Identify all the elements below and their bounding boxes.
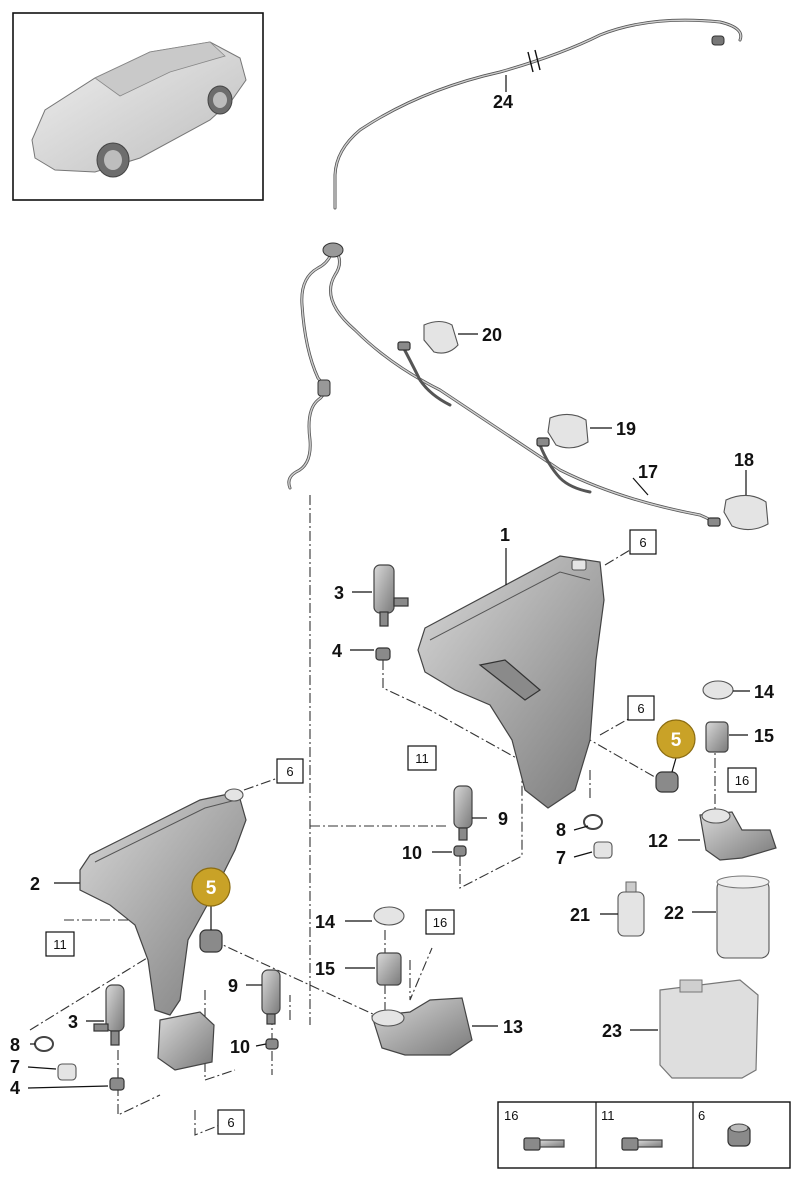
canister-22 — [716, 875, 770, 959]
filler-neck-13 — [371, 997, 473, 1056]
strainer-15-upper — [705, 721, 729, 753]
legend-label-11: 11 — [601, 1108, 615, 1123]
callout-4-upper: 4 — [332, 641, 342, 661]
callout-3-lower: 3 — [68, 1012, 78, 1032]
hardware-legend: 16 11 6 — [497, 1101, 791, 1169]
callout-5-upper: 5 — [671, 730, 682, 751]
callout-7-lower: 7 — [10, 1057, 20, 1077]
svg-text:6: 6 — [286, 764, 293, 779]
ref-box-6-a: 6 — [629, 529, 657, 555]
callout-22: 22 — [664, 903, 684, 923]
ref-box-11-a: 11 — [407, 745, 437, 771]
callout-24: 24 — [493, 92, 513, 112]
pump-9-lower — [261, 969, 281, 1025]
leader-lines — [27, 75, 750, 1089]
jerrycan-23 — [659, 979, 759, 1079]
callout-15-lower: 15 — [315, 959, 335, 979]
nozzle-18 — [707, 494, 769, 531]
ref-box-16-b: 16 — [425, 909, 455, 935]
highlight-callout-5-lower: 5 — [191, 867, 231, 907]
svg-text:6: 6 — [639, 535, 646, 550]
callout-13: 13 — [503, 1017, 523, 1037]
ref-box-11-b: 11 — [45, 931, 75, 957]
svg-text:6: 6 — [637, 701, 644, 716]
svg-text:6: 6 — [227, 1115, 234, 1130]
pump-3-lower — [93, 984, 125, 1046]
seal-8-upper — [583, 814, 603, 830]
svg-text:11: 11 — [53, 937, 67, 952]
sensor-7-upper — [593, 841, 613, 859]
callout-4-lower: 4 — [10, 1078, 20, 1098]
svg-text:16: 16 — [433, 915, 447, 930]
callout-9-upper: 9 — [498, 809, 508, 829]
callout-18: 18 — [734, 450, 754, 470]
ref-box-6-c: 6 — [276, 758, 304, 784]
callout-1: 1 — [500, 525, 510, 545]
callout-9-lower: 9 — [228, 976, 238, 996]
cap-14-upper — [702, 680, 734, 700]
seal-5-upper — [655, 771, 679, 793]
legend-label-16: 16 — [504, 1108, 518, 1123]
callout-5-lower: 5 — [206, 878, 217, 899]
hose-24 — [333, 18, 743, 210]
seal-5-lower — [199, 929, 223, 953]
callout-21: 21 — [570, 905, 590, 925]
callout-10-upper: 10 — [402, 843, 422, 863]
callout-20: 20 — [482, 325, 502, 345]
ref-box-6-d: 6 — [217, 1109, 245, 1135]
vehicle-thumbnail — [12, 12, 264, 201]
bolt-16-icon — [523, 1137, 565, 1151]
callout-12: 12 — [648, 831, 668, 851]
nut-6-icon — [727, 1123, 751, 1147]
reservoir-1 — [417, 555, 605, 809]
svg-text:16: 16 — [735, 773, 749, 788]
callout-15-upper: 15 — [754, 726, 774, 746]
nozzle-20 — [397, 320, 459, 354]
callout-8-upper: 8 — [556, 820, 566, 840]
seal-8-lower — [34, 1036, 54, 1052]
callout-14-lower: 14 — [315, 912, 335, 932]
legend-label-6: 6 — [698, 1108, 705, 1123]
callout-7-upper: 7 — [556, 848, 566, 868]
bolt-11-icon — [621, 1137, 663, 1151]
cap-14-lower — [373, 906, 405, 926]
pump-3-upper — [373, 564, 409, 627]
sensor-7-lower — [57, 1063, 77, 1081]
callout-10-lower: 10 — [230, 1037, 250, 1057]
callout-2: 2 — [30, 874, 40, 894]
svg-text:11: 11 — [415, 751, 429, 766]
grommet-10-upper — [453, 845, 467, 857]
grommet-4-lower — [109, 1077, 125, 1091]
reservoir-2 — [79, 788, 247, 1071]
ref-box-6-b: 6 — [627, 695, 655, 721]
callout-3-upper: 3 — [334, 583, 344, 603]
filler-neck-12 — [699, 808, 777, 861]
callout-17: 17 — [638, 462, 658, 482]
callout-8-lower: 8 — [10, 1035, 20, 1055]
callouts: 1 2 3 3 4 4 7 7 8 8 9 9 10 10 12 13 14 1… — [10, 92, 774, 1098]
nozzle-19 — [536, 413, 589, 449]
callout-14-upper: 14 — [754, 682, 774, 702]
strainer-15-lower — [376, 952, 402, 986]
pump-9-upper — [453, 785, 473, 841]
grommet-10-lower — [265, 1038, 279, 1050]
bottle-21 — [617, 881, 645, 937]
callout-19: 19 — [616, 419, 636, 439]
callout-23: 23 — [602, 1021, 622, 1041]
highlight-callout-5-upper: 5 — [656, 719, 696, 759]
hose-17 — [287, 242, 720, 527]
grommet-4-upper — [375, 647, 391, 661]
ref-box-16-a: 16 — [727, 767, 757, 793]
